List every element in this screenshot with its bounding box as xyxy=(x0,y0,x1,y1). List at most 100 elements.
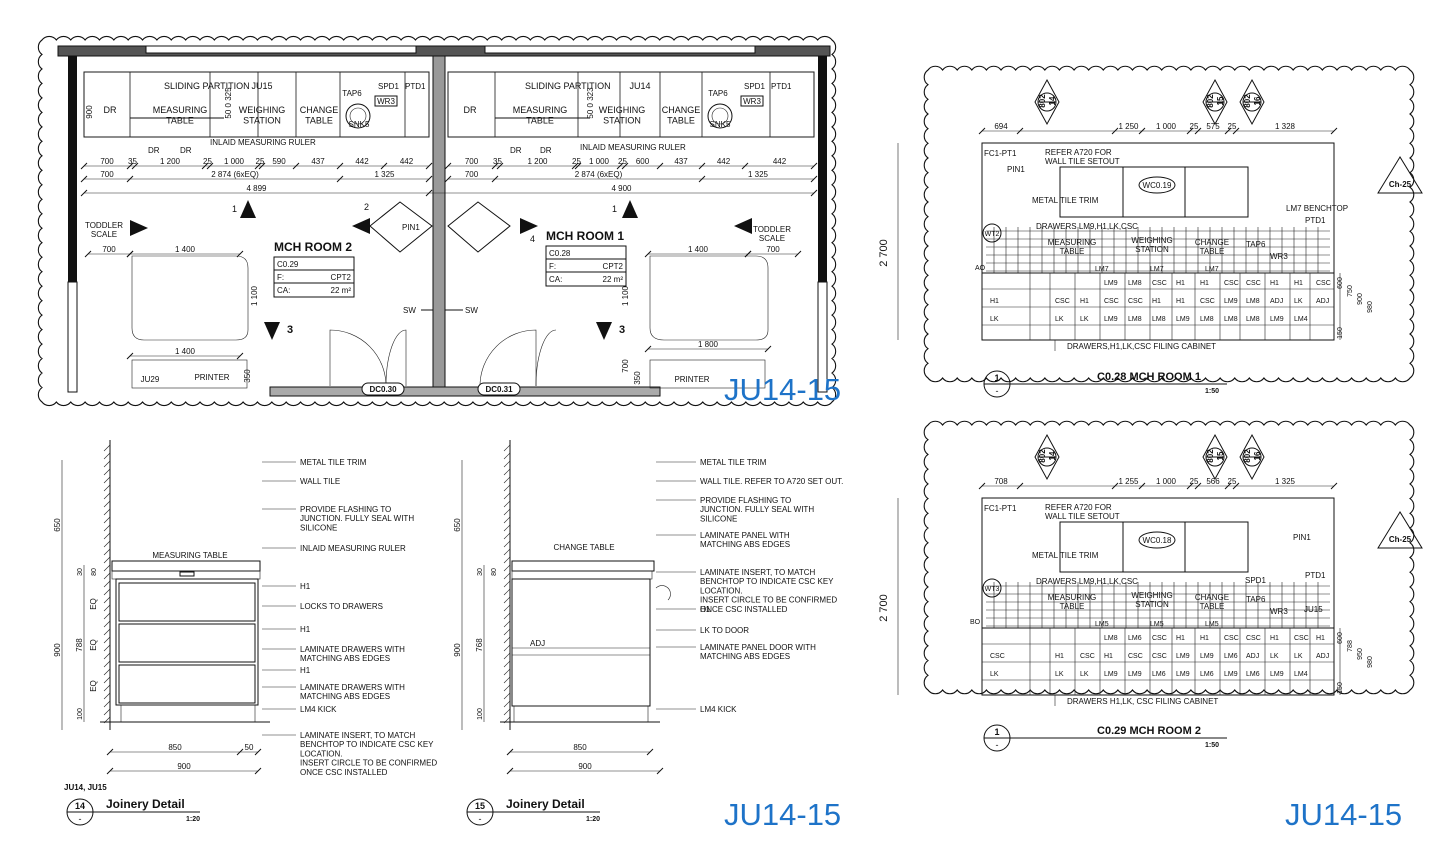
elev2-topdims-value: 1 255 xyxy=(1118,477,1139,486)
plan-window-right xyxy=(484,45,756,54)
d15-note: LK TO DOOR xyxy=(700,626,749,635)
label-printer-left: PRINTER xyxy=(194,373,229,382)
plan-marker-3-left xyxy=(264,322,280,340)
room-tag-1-code: C0.28 xyxy=(549,249,571,258)
d15-note: LM4 KICK xyxy=(700,705,737,714)
elev2-rdim: 600 xyxy=(1337,632,1344,644)
d14-item-label: MEASURING TABLE xyxy=(152,551,227,560)
elev2-rdim: 788 xyxy=(1347,640,1354,652)
label-dr-left: DR xyxy=(104,105,117,115)
plan-dim-700-left-value: 700 xyxy=(102,245,116,254)
d15-hdim-row1-value: 850 xyxy=(573,743,587,752)
dim-tick xyxy=(254,767,262,775)
elev2-fc-label: FC1-PT1 xyxy=(984,504,1017,513)
dim-tick xyxy=(292,162,300,170)
d14-wall-hatch xyxy=(103,540,111,548)
room-tag-2-ca-value: 22 m² xyxy=(331,286,352,295)
elev1-marker-1-diamond xyxy=(1202,78,1228,126)
d14-wall-hatch xyxy=(103,500,111,508)
elev1-cab-label: LM8 xyxy=(1246,298,1260,305)
plan-dim-row2-right-value: 2 874 (6xEQ) xyxy=(575,170,623,179)
room-tag-1-box xyxy=(545,245,627,287)
elev1-cab-top: LM7 xyxy=(1095,266,1109,273)
plan-dim-1100-left: 1 100 xyxy=(250,285,259,306)
label-wr-left: WR3 xyxy=(377,97,395,106)
elev1-cab-label: CSC xyxy=(1104,298,1119,305)
plan-dim-row1-left-value: 700 xyxy=(100,157,114,166)
elev2-ptd-label: PTD1 xyxy=(1305,571,1326,580)
label-printer-right: PRINTER xyxy=(674,375,709,384)
sink-left-inner xyxy=(349,107,367,125)
sink-right xyxy=(707,103,733,129)
dim-tick xyxy=(1232,482,1240,490)
bench-left-module xyxy=(404,71,430,138)
plan-dim-1100-right: 1 100 xyxy=(621,285,630,306)
door-swing-right-2 xyxy=(535,329,557,387)
dim-tick xyxy=(1138,482,1146,490)
dim-tick xyxy=(1330,127,1338,135)
dim-tick xyxy=(1224,482,1232,490)
d14-wall-hatch xyxy=(103,484,111,492)
plan-dim-row1-left-value: 25 xyxy=(256,157,265,166)
elev2-pin-label: PIN1 xyxy=(1293,533,1311,542)
door-tag-dc31 xyxy=(477,382,521,396)
plan-marker-1-label: 1 xyxy=(232,204,237,214)
elev1-window xyxy=(1059,166,1249,218)
elev1-marker-0-top: 802 xyxy=(1038,94,1047,108)
dim-tick xyxy=(236,352,244,360)
elev1-trim-label: METAL TILE TRIM xyxy=(1032,196,1099,205)
elev2-drawers-label: DRAWERS LM9,H1,LK,CSC xyxy=(1036,577,1138,586)
elev1-revision-cloud-path xyxy=(923,65,1415,383)
elev2-topdims-value: 25 xyxy=(1190,477,1199,486)
elev2-topdims-value: 1 000 xyxy=(1156,477,1177,486)
d15-note: METAL TILE TRIM xyxy=(700,458,767,467)
d15-title-title: Joinery Detail xyxy=(506,797,585,811)
plan-dim-row1-right-value: 700 xyxy=(465,157,479,166)
d15-wall-hatch xyxy=(503,612,511,620)
elev2-wr-label: WR3 xyxy=(1270,607,1288,616)
room-tag-2-code: C0.29 xyxy=(277,260,299,269)
label-dc31: DC0.31 xyxy=(485,385,513,394)
elev2-trim-label: METAL TILE TRIM xyxy=(1032,551,1099,560)
elev2-bottom-label: DRAWERS H1,LK, CSC FILING CABINET xyxy=(1067,697,1218,706)
dim-tick xyxy=(646,748,654,756)
elev1-marker-0-bottom: 14 xyxy=(1048,96,1057,105)
dim-tick xyxy=(978,127,986,135)
d14-wall-hatch xyxy=(103,636,111,644)
dim-tick xyxy=(254,162,262,170)
plan-wall-left-lower xyxy=(67,281,78,393)
dim-tick xyxy=(698,175,706,183)
door-swing-left-1 xyxy=(329,329,387,387)
d14-kick xyxy=(120,704,256,723)
d14-wall-hatch xyxy=(103,612,111,620)
elev2-cab-label: LM9 xyxy=(1128,671,1142,678)
dim-tick xyxy=(126,162,134,170)
elev2-wc-tag xyxy=(1138,531,1176,549)
elev2-height: 2 700 xyxy=(878,594,890,622)
elev1-wt-label: WT2 xyxy=(985,231,1000,238)
d15-adj-label: ADJ xyxy=(530,639,545,648)
elev1-wt-circle xyxy=(982,223,1002,243)
elev1-rdim: 750 xyxy=(1347,285,1354,297)
d14-note: H1 xyxy=(300,666,311,675)
elev1-topdims-value: 25 xyxy=(1228,122,1237,131)
d14-wall-hatch xyxy=(103,476,111,484)
elev2-revision-cloud-path xyxy=(923,420,1415,695)
elev1-cab-label: LM4 xyxy=(1294,316,1308,323)
dim-tick xyxy=(206,162,214,170)
elev2-spd-label: SPD1 xyxy=(1245,576,1266,585)
dim-tick xyxy=(84,250,92,258)
elev1-cab-label: LM9 xyxy=(1224,298,1238,305)
dim-tick xyxy=(1111,482,1119,490)
dim-tick xyxy=(444,162,452,170)
plan-dim-row1-right-value: 25 xyxy=(618,157,627,166)
d15-vdim-30: 30 xyxy=(477,568,484,576)
dim-tick xyxy=(764,345,772,353)
d14-note: H1 xyxy=(300,582,311,591)
label-sink-left: SNK5 xyxy=(349,120,370,129)
